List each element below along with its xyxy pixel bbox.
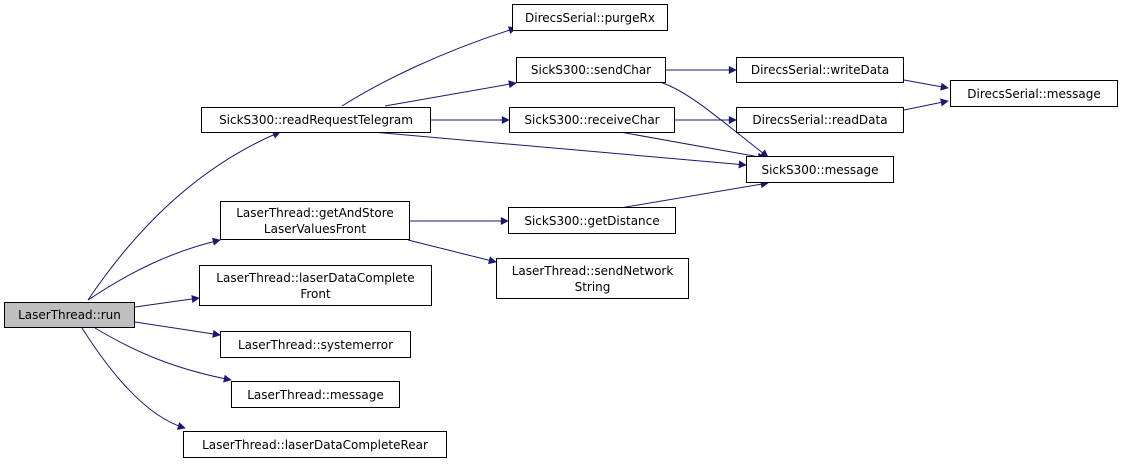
node-sicks300-message[interactable]: SickS300::message (746, 156, 894, 183)
node-direcsserial-writedata[interactable]: DirecsSerial::writeData (736, 57, 904, 83)
edge-getAndStore-to-sendNetworkString (407, 239, 497, 265)
edge-run-to-systemerror (134, 321, 221, 338)
node-direcsserial-readdata[interactable]: DirecsSerial::readData (736, 107, 904, 133)
edge-run-to-ltMessage (94, 327, 232, 383)
node-direcsserial-purgerx[interactable]: DirecsSerial::purgeRx (512, 4, 668, 31)
edge-receiveChar-to-sickMessage (619, 131, 766, 161)
edge-readRequestTelegram-to-sickMessage (371, 131, 747, 169)
node-laserthread-run: LaserThread::run (4, 302, 135, 328)
node-laserthread-laserdatacompletefront[interactable]: LaserThread::laserDataComplete Front (199, 265, 432, 306)
node-laserthread-systemerror[interactable]: LaserThread::systemerror (220, 331, 411, 358)
node-sicks300-receivechar[interactable]: SickS300::receiveChar (509, 107, 675, 133)
edge-sendChar-to-sickMessage (659, 81, 769, 158)
node-laserthread-laserdatacompleterear[interactable]: LaserThread::laserDataCompleteRear (183, 431, 447, 458)
edge-run-to-getAndStore (87, 237, 221, 301)
edge-run-to-laserDataCompleteRear (81, 327, 186, 430)
node-laserthread-message[interactable]: LaserThread::message (231, 381, 400, 408)
edge-writeData-to-dsMessage (903, 79, 949, 91)
node-laserthread-sendnetworkstring[interactable]: LaserThread::sendNetwork String (496, 258, 689, 299)
edge-readRequestTelegram-to-sendChar (384, 80, 517, 107)
node-direcsserial-message[interactable]: DirecsSerial::message (950, 80, 1118, 107)
node-sicks300-getdistance[interactable]: SickS300::getDistance (508, 207, 676, 234)
node-sicks300-sendchar[interactable]: SickS300::sendChar (516, 57, 666, 83)
edge-run-to-laserDataCompleteFront (134, 295, 200, 308)
edge-run-to-readRequestTelegram (87, 131, 281, 301)
edge-readRequestTelegram-to-purgeRx (341, 26, 517, 107)
edge-getDistance-to-sickMessage (619, 180, 769, 209)
node-laserthread-getandstore-laservaluesfront[interactable]: LaserThread::getAndStore LaserValuesFron… (220, 201, 410, 240)
edge-readData-to-dsMessage (903, 98, 949, 111)
node-sicks300-readrequesttelegram[interactable]: SickS300::readRequestTelegram (201, 107, 431, 133)
